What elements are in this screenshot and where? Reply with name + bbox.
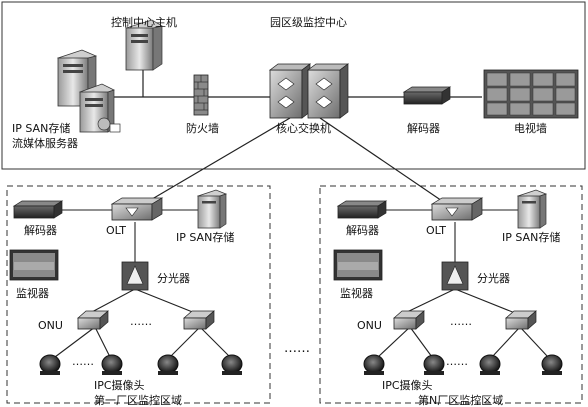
zone1-onu-label: ONU bbox=[38, 319, 63, 332]
zone2-olt-label: OLT bbox=[426, 224, 446, 237]
control-host-icon bbox=[125, 19, 163, 71]
zone-links bbox=[54, 209, 549, 358]
zone2-monitor-icon bbox=[333, 249, 383, 281]
zone2-camera-dots: …… bbox=[446, 355, 468, 368]
zone1-cameras bbox=[39, 354, 243, 375]
zone1-monitor-label: 监视器 bbox=[16, 287, 49, 300]
zone2-onu-right-icon bbox=[505, 310, 537, 330]
zone1-title: 第一厂区监控区域 bbox=[94, 394, 182, 407]
storage-server-icon bbox=[57, 49, 121, 133]
zone1-olt-label: OLT bbox=[106, 224, 126, 237]
storage-label-2: 流媒体服务器 bbox=[12, 137, 78, 150]
zone2-storage-icon bbox=[516, 189, 548, 229]
zone2-frame bbox=[319, 185, 583, 404]
zone1-decoder-label: 解码器 bbox=[24, 224, 57, 237]
zone2-monitor-label: 监视器 bbox=[340, 287, 373, 300]
zone2-camera-label: IPC摄像头 bbox=[382, 379, 433, 392]
zone1-camera-dots: …… bbox=[72, 355, 94, 368]
camera-icon bbox=[423, 354, 445, 375]
camera-icon bbox=[221, 354, 243, 375]
core-switch-icon bbox=[268, 63, 350, 119]
camera-icon bbox=[157, 354, 179, 375]
tv-wall-icon bbox=[483, 69, 579, 119]
firewall-icon bbox=[193, 74, 209, 116]
zone1-onu-right-icon bbox=[183, 310, 215, 330]
tv-wall-label: 电视墙 bbox=[514, 122, 547, 135]
zone2-storage-label: IP SAN存储 bbox=[502, 231, 561, 244]
zone1-storage-icon bbox=[196, 189, 228, 229]
decoder-label: 解码器 bbox=[407, 122, 440, 135]
zone1-frame bbox=[6, 185, 271, 404]
zone2-title: 第N厂区监控区域 bbox=[418, 394, 504, 407]
control-host-label: 控制中心主机 bbox=[111, 16, 177, 29]
zone1-camera-label: IPC摄像头 bbox=[94, 379, 145, 392]
camera-icon bbox=[101, 354, 123, 375]
zone2-decoder-icon bbox=[336, 200, 388, 219]
zone2-onu-left-icon bbox=[393, 310, 425, 330]
decoder-icon bbox=[402, 86, 452, 105]
zone2-onu-label: ONU bbox=[357, 319, 382, 332]
center-links bbox=[95, 55, 482, 206]
core-switch-label: 核心交换机 bbox=[276, 122, 331, 135]
zone2-cameras bbox=[363, 354, 563, 375]
zone2-olt-icon bbox=[430, 197, 484, 221]
camera-icon bbox=[363, 354, 385, 375]
control-center-frame bbox=[1, 1, 586, 170]
zone2-splitter-label: 分光器 bbox=[477, 272, 510, 285]
zone1-olt-icon bbox=[110, 197, 164, 221]
storage-label-1: IP SAN存储 bbox=[12, 122, 71, 135]
zone2-onu-dots: …… bbox=[450, 315, 472, 328]
middle-dots: …… bbox=[284, 341, 310, 356]
zone1-onu-dots: …… bbox=[130, 315, 152, 328]
zone2-decoder-label: 解码器 bbox=[346, 224, 379, 237]
zone1-storage-label: IP SAN存储 bbox=[176, 231, 235, 244]
zone2-splitter-icon bbox=[441, 261, 469, 291]
zone1-decoder-icon bbox=[12, 200, 64, 219]
camera-icon bbox=[479, 354, 501, 375]
zone1-monitor-icon bbox=[9, 249, 59, 281]
firewall-label: 防火墙 bbox=[186, 122, 219, 135]
camera-icon bbox=[39, 354, 61, 375]
zone1-splitter-icon bbox=[121, 261, 149, 291]
zone1-onu-left-icon bbox=[77, 310, 109, 330]
zone1-splitter-label: 分光器 bbox=[157, 272, 190, 285]
camera-icon bbox=[541, 354, 563, 375]
center-title: 园区级监控中心 bbox=[270, 16, 347, 29]
